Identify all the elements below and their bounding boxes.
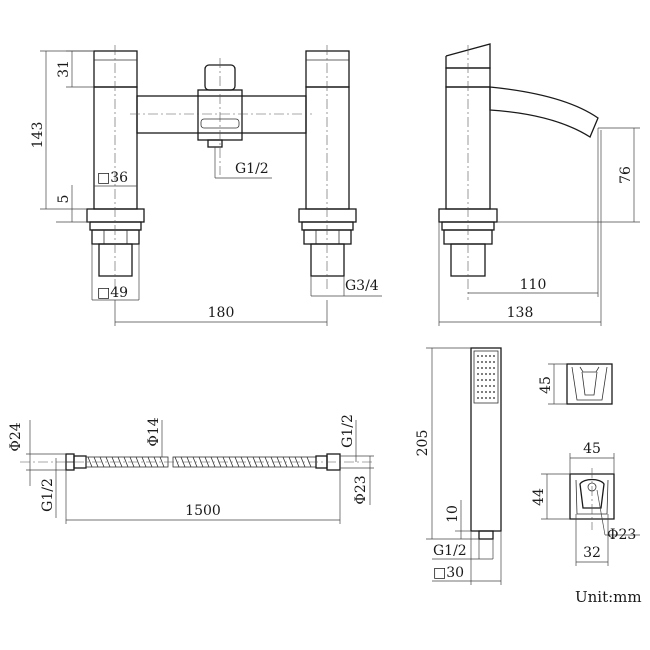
left-tap-body xyxy=(93,86,138,210)
dim-180-label: 180 xyxy=(208,305,235,321)
dim-1500-label: 1500 xyxy=(185,503,221,519)
holder-hole-diameter-label: Φ23 xyxy=(607,527,636,543)
dim-phi23-hose-label: Φ23 xyxy=(353,475,369,504)
right-washer xyxy=(301,221,354,231)
holder-front xyxy=(569,473,615,520)
handset-view: 205 10 G1/2 □30 xyxy=(415,347,502,585)
crossbar xyxy=(136,95,307,134)
dim-10-label: 10 xyxy=(445,505,461,523)
dim-76-label: 76 xyxy=(618,166,634,184)
dim-5-label: 5 xyxy=(56,195,72,204)
holder-side xyxy=(566,363,613,405)
right-tap-body xyxy=(305,86,350,210)
right-nut xyxy=(303,229,352,245)
left-shank xyxy=(98,243,133,277)
spout-thread-label: G1/2 xyxy=(235,161,269,177)
dim-143-label: 143 xyxy=(30,122,46,149)
right-base-plate xyxy=(298,208,357,223)
dim-30-label: □30 xyxy=(433,565,464,581)
dim-110-label: 110 xyxy=(520,277,547,293)
handset-spray-face xyxy=(473,350,499,404)
left-nut xyxy=(91,229,140,245)
holder-width-label: 45 xyxy=(583,441,601,457)
side-view: 76 110 138 xyxy=(438,43,640,326)
holder-cup xyxy=(579,478,605,509)
left-base-plate xyxy=(86,208,145,223)
hose-view: Φ24 G1/2 Φ14 G1/2 Φ23 1500 xyxy=(8,414,375,524)
dim-phi24-label: Φ24 xyxy=(8,422,24,451)
dim-36-label: □36 xyxy=(97,170,128,186)
dim-205-label: 205 xyxy=(415,430,431,457)
spray-nozzles xyxy=(477,355,495,399)
holder-view: 45 45 44 Φ23 32 xyxy=(531,363,640,566)
left-handle xyxy=(93,50,138,88)
holder-depth-label: 44 xyxy=(531,488,547,506)
side-spout xyxy=(489,86,599,138)
handset-body xyxy=(470,347,502,532)
handset-connector xyxy=(478,530,494,540)
hose-right-thread-label: G1/2 xyxy=(340,414,356,448)
dim-phi14-label: Φ14 xyxy=(146,417,162,446)
inlet-thread-label: G3/4 xyxy=(345,278,379,294)
dim-49-label: □49 xyxy=(97,285,128,301)
left-washer xyxy=(89,221,142,231)
holder-height-label: 45 xyxy=(538,376,554,394)
holder-inner-width-label: 32 xyxy=(583,545,601,561)
hose-left-thread-label: G1/2 xyxy=(40,478,56,512)
right-shank xyxy=(310,243,345,277)
handset-thread-label: G1/2 xyxy=(433,543,467,559)
dim-31-label: 31 xyxy=(56,60,72,78)
front-view: 31 143 5 □36 G1/2 □49 G3/4 180 xyxy=(30,45,382,326)
unit-label: Unit:mm xyxy=(575,588,642,606)
dim-138-label: 138 xyxy=(507,305,534,321)
right-handle xyxy=(305,50,350,88)
